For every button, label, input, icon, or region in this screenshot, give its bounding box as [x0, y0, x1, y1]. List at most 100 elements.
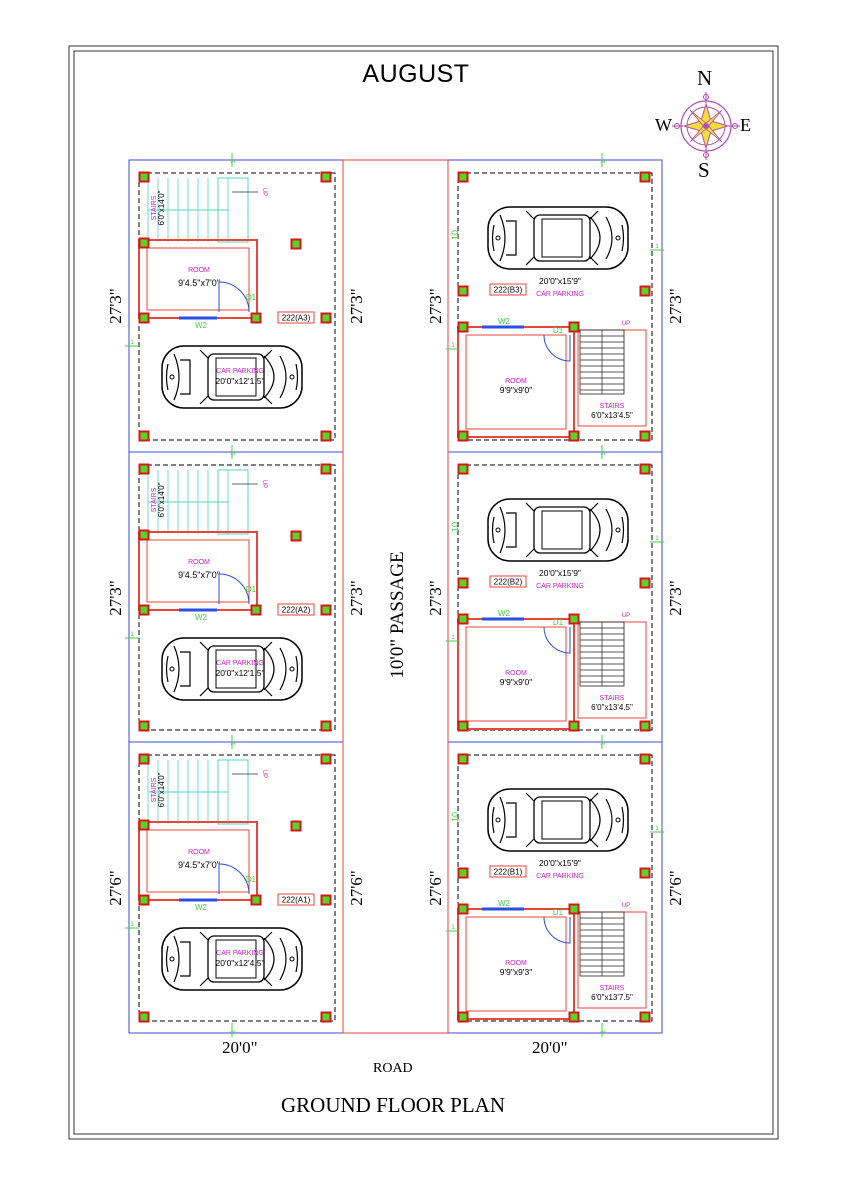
plot-id: 222(B2): [494, 578, 523, 587]
page-title: AUGUST: [362, 60, 470, 88]
depth-dim-left: 27'3": [426, 288, 445, 324]
plot-id-box: [489, 865, 527, 878]
window-label: W2: [195, 903, 208, 912]
plot-id: 222(A1): [282, 896, 311, 905]
door-label: D1: [553, 908, 564, 917]
column: [639, 753, 651, 765]
dim-tick-text: 1: [130, 922, 134, 928]
column: [568, 903, 580, 915]
door-swing: [543, 334, 571, 362]
dim-tick-text: 1: [655, 826, 659, 832]
column: [320, 753, 332, 765]
column: [290, 820, 302, 832]
room-label: ROOM: [505, 670, 527, 677]
door-label: D1: [246, 875, 257, 884]
car-icon: [487, 498, 629, 562]
room-size: 9'9"x9'0": [500, 385, 532, 395]
room-wall-inner: [146, 539, 250, 603]
depth-dim-left: 27'6": [106, 870, 125, 906]
stairs-size: 6'0"x13'4.5": [591, 411, 633, 420]
stairs-label: STAIRS: [151, 487, 158, 512]
door-label: D1: [553, 618, 564, 627]
column: [568, 720, 580, 732]
column: [320, 1011, 332, 1023]
depth-dim-left: 27'6": [426, 870, 445, 906]
dim-tick-text: 1: [451, 343, 455, 349]
column: [457, 463, 469, 475]
room-wall-inner: [465, 334, 567, 430]
dim-tick-text: 1: [601, 1030, 607, 1034]
stair-up-label: UP: [261, 188, 267, 196]
column: [457, 321, 469, 333]
parking-size: 20'0"x12'4.5": [216, 958, 265, 968]
column: [138, 604, 150, 616]
plot-id-box: [489, 283, 527, 296]
column: [320, 463, 332, 475]
stairs-size: 6'0"x14'0": [157, 190, 166, 225]
column: [457, 285, 469, 297]
column: [457, 577, 469, 589]
dim-tick-text: 1: [231, 452, 237, 456]
column: [568, 613, 580, 625]
room-wall-inner: [465, 916, 567, 1012]
column: [320, 171, 332, 183]
stair-up-label: UP: [622, 321, 630, 327]
dim-tick-text: 1: [601, 452, 607, 456]
column: [320, 894, 332, 906]
door-label: D1: [246, 585, 257, 594]
column: [639, 285, 651, 297]
column: [639, 577, 651, 589]
depth-dim-right: 27'3": [666, 288, 685, 324]
compass-n: N: [697, 66, 713, 90]
parking-size: 20'0"x15'9": [539, 568, 581, 578]
plot-id: 222(A3): [282, 314, 311, 323]
room-size: 9'9"x9'0": [500, 677, 532, 687]
stairs-label: STAIRS: [600, 985, 625, 992]
stairs-label: STAIRS: [151, 777, 158, 802]
dim-tick-text: 1: [601, 742, 607, 746]
plot-id-box: [277, 311, 315, 324]
plot-id-box: [277, 603, 315, 616]
dim-tick-text: 1: [655, 244, 659, 250]
column: [320, 312, 332, 324]
column: [457, 430, 469, 442]
plot-222(A1): [138, 754, 336, 1022]
column: [639, 171, 651, 183]
passage-label: 10'0" PASSAGE: [387, 551, 408, 679]
column: [138, 720, 150, 732]
dim-tick-text: 1: [130, 340, 134, 346]
plot-222(A3): [138, 172, 336, 441]
parking-label: CAR PARKING: [536, 873, 584, 880]
column: [138, 819, 150, 831]
parking-label: CAR PARKING: [216, 368, 264, 375]
window-label: W2: [195, 613, 208, 622]
column: [639, 720, 651, 732]
column: [639, 430, 651, 442]
plot-id: 222(B1): [494, 868, 523, 877]
column: [320, 720, 332, 732]
column: [138, 894, 150, 906]
column: [138, 171, 150, 183]
stair-up-label: UP: [261, 770, 267, 778]
stair-up-label: UP: [622, 903, 630, 909]
column: [250, 312, 262, 324]
stair-up-label: UP: [261, 480, 267, 488]
column: [250, 604, 262, 616]
room-size: 9'4.5"x7'0": [178, 570, 220, 580]
stair-flight: [217, 759, 249, 825]
plot-222(A2): [138, 464, 336, 731]
door-swing: [543, 626, 571, 654]
column: [138, 312, 150, 324]
plot-id: 222(A2): [282, 606, 311, 615]
stairs-size: 6'0"x14'0": [157, 772, 166, 807]
car-icon: [487, 788, 629, 852]
room-label: ROOM: [188, 849, 210, 856]
column: [138, 1011, 150, 1023]
column: [457, 867, 469, 879]
parking-size: 20'0"x12'1.5": [216, 668, 265, 678]
room-label: ROOM: [505, 960, 527, 967]
door-swing: [218, 573, 250, 605]
stairs-size: 6'0"x13'4.5": [591, 703, 633, 712]
room-wall-inner: [465, 626, 567, 722]
plot-id-box: [277, 893, 315, 906]
